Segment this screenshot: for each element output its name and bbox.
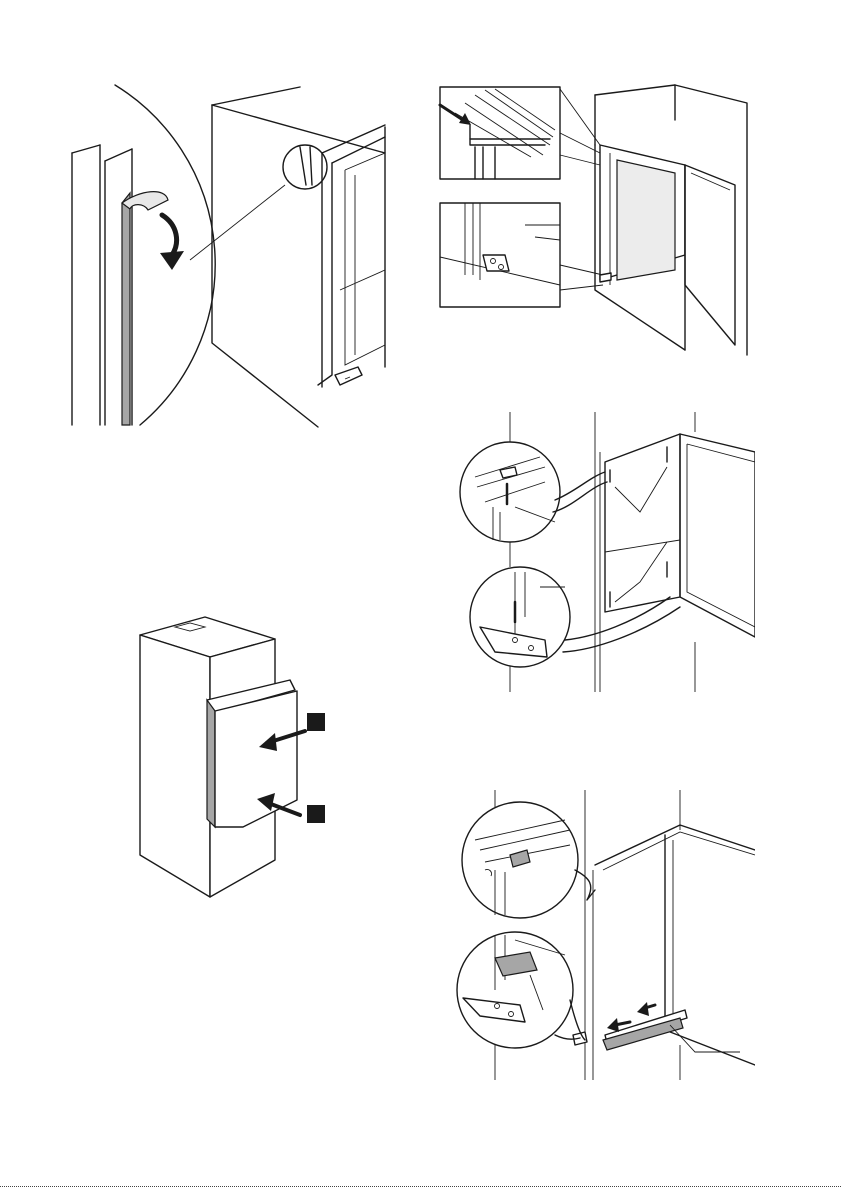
step-marker-1 xyxy=(307,713,325,731)
seal-strip-drawing xyxy=(60,75,400,435)
seal-strip-figure xyxy=(60,75,400,435)
screw-fixing-figure xyxy=(455,412,755,697)
page-bottom-dotted-line xyxy=(0,1186,841,1187)
cover-cap-drawing xyxy=(455,790,755,1085)
push-in-figure xyxy=(135,605,335,905)
screw-fixing-drawing xyxy=(455,412,755,697)
step-marker-2 xyxy=(307,805,325,823)
door-alignment-drawing xyxy=(435,75,755,360)
push-in-drawing xyxy=(135,605,335,905)
cover-cap-figure xyxy=(455,790,755,1085)
door-alignment-figure xyxy=(435,75,755,360)
